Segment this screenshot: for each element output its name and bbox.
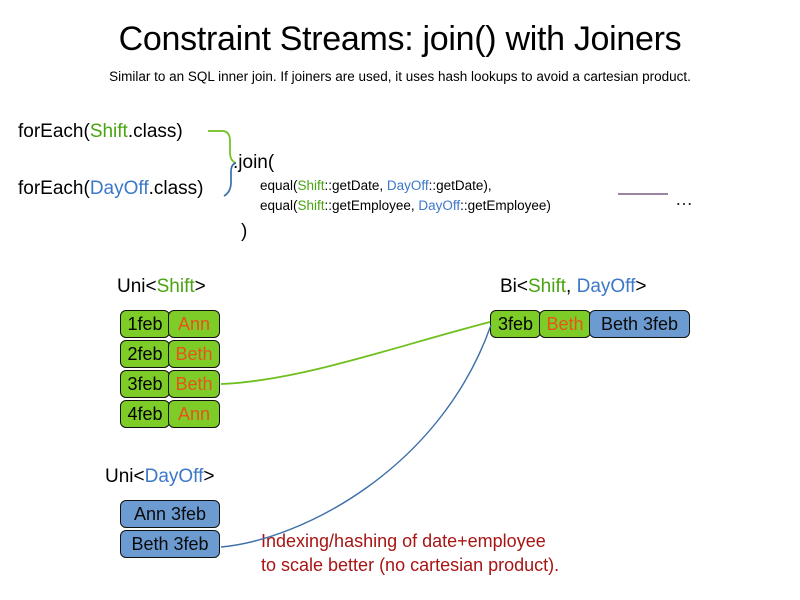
- code-foreach-dayoff: forEach(DayOff.class): [18, 178, 204, 200]
- code-token-dayoff: DayOff: [89, 178, 149, 199]
- code-equal-date-right-type: DayOff: [386, 178, 429, 193]
- label-bi-suffix: >: [635, 276, 647, 297]
- code-foreach-dayoff-suffix: .class): [148, 178, 204, 199]
- shift-fact-row[interactable]: 2feb Beth: [120, 340, 220, 368]
- connector-dayoff-row-to-bi: [220, 324, 492, 548]
- shift-employee-cell: Ann: [168, 400, 220, 428]
- code-equal-employee-right-type: DayOff: [418, 198, 461, 213]
- label-uni-dayoff-type: DayOff: [144, 466, 204, 487]
- shift-date-cell: 2feb: [120, 340, 170, 368]
- code-equal-date-left-method: ::getDate,: [324, 178, 387, 193]
- shift-date-cell: 1feb: [120, 310, 170, 338]
- code-foreach-shift-prefix: forEach(: [18, 121, 90, 142]
- label-uni-shift-suffix: >: [194, 276, 206, 297]
- dayoff-cell: Beth 3feb: [120, 530, 220, 558]
- shift-employee-cell: Beth: [168, 370, 220, 398]
- annotation-line-1: Indexing/hashing of date+employee: [261, 531, 546, 551]
- bi-fact-row[interactable]: 3feb Beth Beth 3feb: [490, 310, 690, 338]
- code-equal-employee-left-method: ::getEmployee,: [324, 198, 419, 213]
- dayoff-fact-row[interactable]: Beth 3feb: [120, 530, 220, 558]
- label-uni-shift: Uni<Shift>: [117, 276, 206, 298]
- label-uni-shift-prefix: Uni<: [117, 276, 157, 297]
- code-join-open: .join(: [233, 152, 275, 173]
- code-joiner-equal-employee: equal(Shift::getEmployee, DayOff::getEmp…: [260, 198, 551, 213]
- label-bi-type-shift: Shift: [528, 276, 567, 297]
- shift-employee-cell: Beth: [168, 340, 220, 368]
- shift-employee-cell: Ann: [168, 310, 220, 338]
- page-title: Constraint Streams: join() with Joiners: [118, 20, 682, 58]
- code-join-close: ): [241, 221, 248, 242]
- label-bi-type-dayoff: DayOff: [576, 276, 636, 297]
- shift-fact-row[interactable]: 1feb Ann: [120, 310, 220, 338]
- bi-shift-employee-cell: Beth: [539, 310, 591, 338]
- label-bi-separator: ,: [566, 276, 577, 297]
- label-bi-stream: Bi<Shift, DayOff>: [500, 276, 646, 298]
- bi-shift-date-cell: 3feb: [490, 310, 541, 338]
- code-equal-employee-right-method: ::getEmployee): [460, 198, 551, 213]
- dayoff-cell: Ann 3feb: [120, 500, 220, 528]
- code-equal-employee-left-type: Shift: [297, 198, 325, 213]
- code-joiner-equal-date: equal(Shift::getDate, DayOff::getDate),: [260, 178, 492, 193]
- label-uni-dayoff: Uni<DayOff>: [105, 466, 215, 488]
- shift-date-cell: 4feb: [120, 400, 170, 428]
- connector-shift-to-join: [208, 130, 237, 164]
- code-equal-date-left-type: Shift: [297, 178, 325, 193]
- shift-fact-row[interactable]: 4feb Ann: [120, 400, 220, 428]
- code-equal-employee-prefix: equal(: [260, 198, 298, 213]
- label-uni-dayoff-suffix: >: [203, 466, 215, 487]
- dayoff-fact-row[interactable]: Ann 3feb: [120, 500, 220, 528]
- code-foreach-shift: forEach(Shift.class): [18, 121, 183, 143]
- page-subtitle: Similar to an SQL inner join. If joiners…: [109, 69, 691, 84]
- connector-shift-row-to-bi: [220, 321, 491, 385]
- shift-date-cell: 3feb: [120, 370, 170, 398]
- code-token-shift: Shift: [89, 121, 128, 142]
- shift-fact-row[interactable]: 3feb Beth: [120, 370, 220, 398]
- label-uni-shift-type: Shift: [156, 276, 195, 297]
- code-foreach-dayoff-prefix: forEach(: [18, 178, 90, 199]
- continuation-ellipsis: …: [675, 189, 693, 209]
- code-foreach-shift-suffix: .class): [127, 121, 183, 142]
- code-equal-date-right-method: ::getDate),: [428, 178, 492, 193]
- annotation-line-2: to scale better (no cartesian product).: [261, 554, 560, 575]
- bi-dayoff-cell: Beth 3feb: [589, 310, 690, 338]
- code-equal-date-prefix: equal(: [260, 178, 298, 193]
- annotation-note: Indexing/hashing of date+employee to sca…: [261, 530, 559, 578]
- label-bi-prefix: Bi<: [500, 276, 528, 297]
- label-uni-dayoff-prefix: Uni<: [105, 466, 145, 487]
